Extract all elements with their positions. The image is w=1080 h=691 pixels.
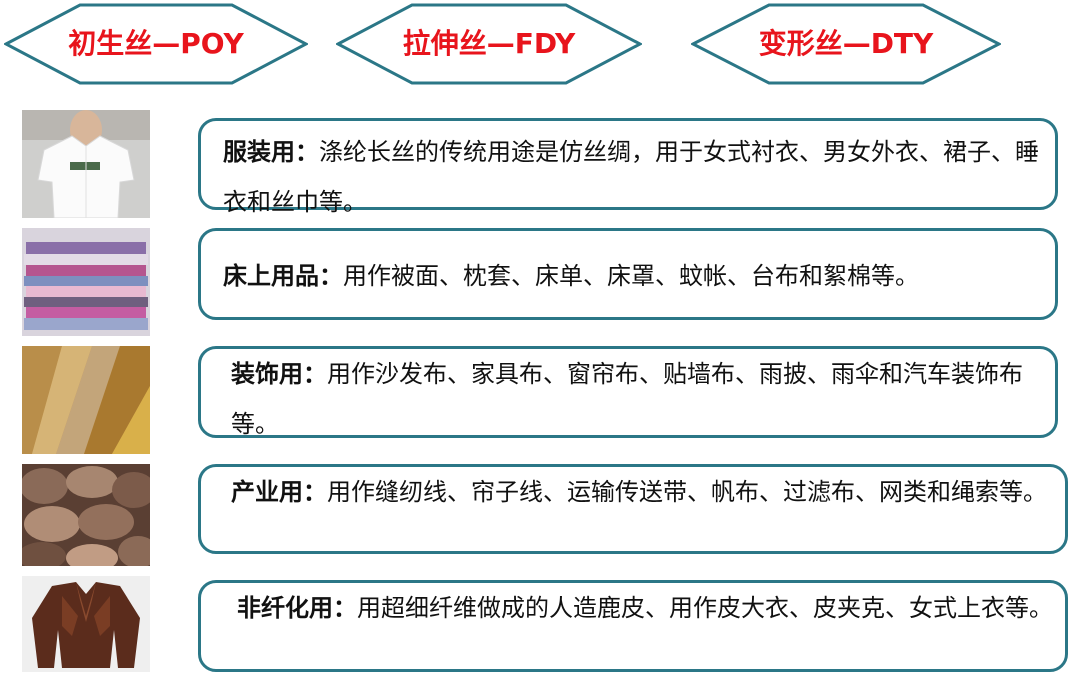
header-poy: 初生丝—POY	[4, 2, 308, 86]
card-decoration-text: 用作沙发布、家具布、窗帘布、贴墙布、雨披、雨伞和汽车装饰布等。	[231, 360, 1023, 438]
leather-jacket-icon	[22, 576, 150, 672]
card-bedding: 床上用品：用作被面、枕套、床单、床罩、蚊帐、台布和絮棉等。	[198, 228, 1058, 320]
header-dty: 变形丝—DTY	[691, 2, 1001, 86]
white-blouse-icon	[22, 110, 150, 218]
card-industrial-text: 用作缝纫线、帘子线、运输传送带、帆布、过滤布、网类和绳索等。	[327, 478, 1047, 506]
card-decoration-heading: 装饰用：	[231, 360, 327, 388]
card-apparel-text: 涤纶长丝的传统用途是仿丝绸，用于女式衬衣、男女外衣、裙子、睡衣和丝巾等。	[223, 138, 1039, 216]
card-industrial: 产业用：用作缝纫线、帘子线、运输传送带、帆布、过滤布、网类和绳索等。	[198, 464, 1068, 554]
diamond-shape-icon	[691, 3, 1001, 85]
decor-fabric-icon	[22, 346, 150, 454]
header-dty-label: 变形丝—DTY	[758, 27, 934, 60]
header-fdy: 拉伸丝—FDY	[336, 2, 642, 86]
card-non-fibrillated: 非纤化用：用超细纤维做成的人造鹿皮、用作皮大衣、皮夹克、女式上衣等。	[198, 580, 1068, 672]
card-non-fibrillated-text: 用超细纤维做成的人造鹿皮、用作皮大衣、皮夹克、女式上衣等。	[357, 594, 1053, 622]
card-decoration: 装饰用：用作沙发布、家具布、窗帘布、贴墙布、雨披、雨伞和汽车装饰布等。	[198, 346, 1058, 438]
card-bedding-heading: 床上用品：	[223, 262, 343, 290]
card-apparel-heading: 服装用：	[223, 138, 319, 166]
diamond-shape-icon	[4, 3, 308, 85]
header-fdy-label: 拉伸丝—FDY	[402, 27, 576, 60]
header-poy-label: 初生丝—POY	[68, 27, 244, 60]
card-bedding-text: 用作被面、枕套、床单、床罩、蚊帐、台布和絮棉等。	[343, 262, 919, 290]
yarn-skeins-icon	[22, 464, 150, 566]
card-industrial-heading: 产业用：	[231, 478, 327, 506]
diamond-shape-icon	[336, 3, 642, 85]
card-apparel: 服装用：涤纶长丝的传统用途是仿丝绸，用于女式衬衣、男女外衣、裙子、睡衣和丝巾等。	[198, 118, 1058, 216]
folded-bedding-icon	[22, 228, 150, 336]
card-non-fibrillated-heading: 非纤化用：	[237, 594, 357, 622]
